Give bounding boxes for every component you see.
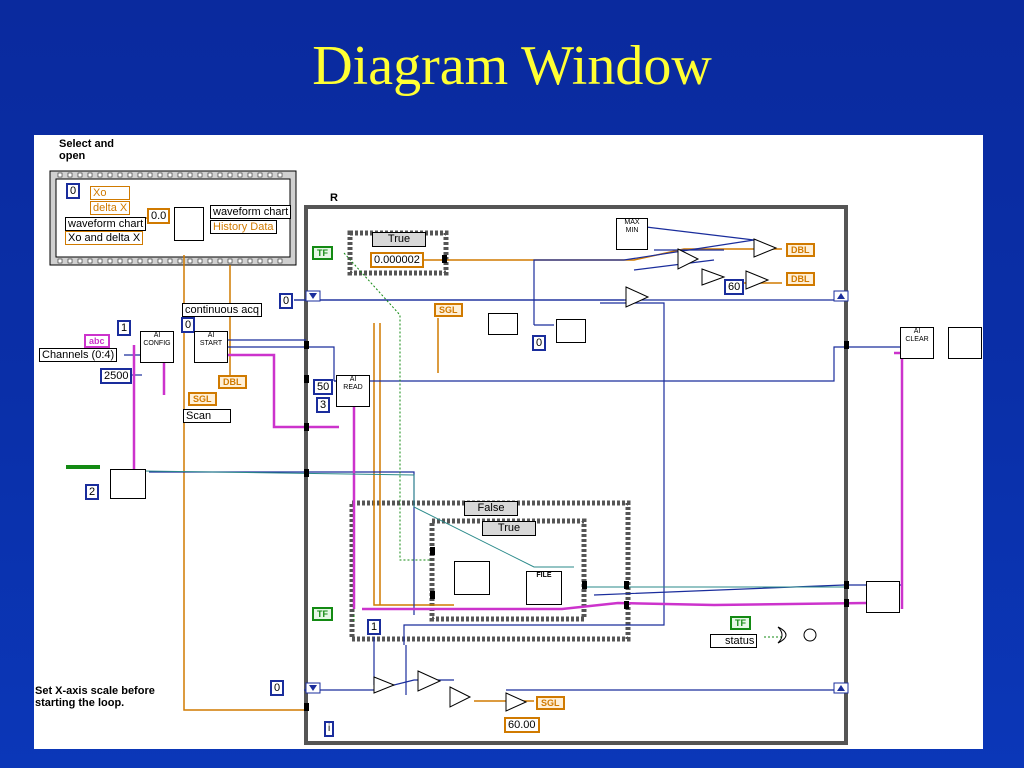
close-node xyxy=(866,581,900,613)
status-unbundle: status xyxy=(710,634,758,648)
device-const: 1 xyxy=(117,320,132,336)
channels-string-const: abc xyxy=(84,334,110,348)
bundle-node xyxy=(174,207,204,241)
wc-property: waveform chart xyxy=(210,205,292,219)
acq-mode-label: continuous acq xyxy=(182,303,262,317)
dbl-out-1: DBL xyxy=(786,243,815,257)
loop-label: R xyxy=(330,192,338,204)
ai-config-node[interactable]: AI CONFIG xyxy=(140,331,174,363)
logic-gates xyxy=(777,626,817,644)
case-inner-true-selector[interactable]: True xyxy=(482,521,536,536)
sixty-float-const: 60.00 xyxy=(504,717,540,733)
three-const: 3 xyxy=(316,397,331,413)
zero-float-const: 0.0 xyxy=(147,208,171,224)
shift-registers xyxy=(305,290,849,694)
ai-start-node[interactable]: AI START xyxy=(194,331,228,363)
scan-label: Scan xyxy=(183,409,231,423)
wires-pink xyxy=(132,345,904,611)
n-node xyxy=(110,469,146,499)
arith-nodes xyxy=(373,238,778,712)
tf-bottom[interactable]: TF xyxy=(312,607,333,621)
sgl-loop-const: SGL xyxy=(434,303,463,317)
case-true-selector[interactable]: True xyxy=(372,232,426,247)
sgl-bottom-const: SGL xyxy=(536,696,565,710)
ai-clear-node[interactable]: AI CLEAR xyxy=(900,327,934,359)
zero-bottom-const: 0 xyxy=(270,680,285,696)
diagram-canvas: Select and open Set X-axis scale before … xyxy=(34,135,983,749)
wires-blue xyxy=(124,226,902,695)
file-node[interactable]: FILE xyxy=(526,571,562,605)
select-open-label: Select and open xyxy=(59,138,115,162)
set-xaxis-label: Set X-axis scale before starting the loo… xyxy=(35,685,155,709)
tunnels xyxy=(304,255,849,711)
two-const: 2 xyxy=(85,484,100,500)
sgl-const: SGL xyxy=(188,392,217,406)
slide-title: Diagram Window xyxy=(312,35,712,97)
xo-delta-x-label: Xo and delta X xyxy=(65,231,144,245)
wires-green xyxy=(343,252,782,638)
case-false-selector[interactable]: False xyxy=(464,501,518,516)
zero-const: 0 xyxy=(66,183,81,199)
buffer-size-const: 2500 xyxy=(100,368,133,384)
dbl-out-2: DBL xyxy=(786,272,815,286)
ai-read-node[interactable]: AI READ xyxy=(336,375,370,407)
channels-label: Channels (0:4) xyxy=(39,348,118,362)
zero-left-const: 0 xyxy=(279,293,294,309)
array-node xyxy=(488,313,518,335)
iteration-terminal: i xyxy=(324,721,335,737)
bool-control[interactable] xyxy=(66,465,100,469)
error-handler-node[interactable] xyxy=(948,327,982,359)
wires-orange xyxy=(146,217,782,711)
format-node xyxy=(454,561,490,595)
history-data: History Data xyxy=(210,220,277,234)
delay-const: 0.000002 xyxy=(370,252,424,268)
maxmin-node: MAX MIN xyxy=(616,218,648,250)
waveform-chart-ref: waveform chart xyxy=(65,217,147,231)
fifty-const: 50 xyxy=(313,379,334,395)
one-const: 1 xyxy=(367,619,382,635)
zero-mid-const: 0 xyxy=(532,335,547,351)
acq-mode-const: 0 xyxy=(181,317,196,333)
sixty-const: 60 xyxy=(724,279,745,295)
xo-elem: Xo xyxy=(90,186,130,200)
tf-top[interactable]: TF xyxy=(312,246,333,260)
dbl-const: DBL xyxy=(218,375,247,389)
index-node xyxy=(556,319,586,343)
delta-x-elem: delta X xyxy=(90,201,131,215)
tf-status[interactable]: TF xyxy=(730,616,751,630)
